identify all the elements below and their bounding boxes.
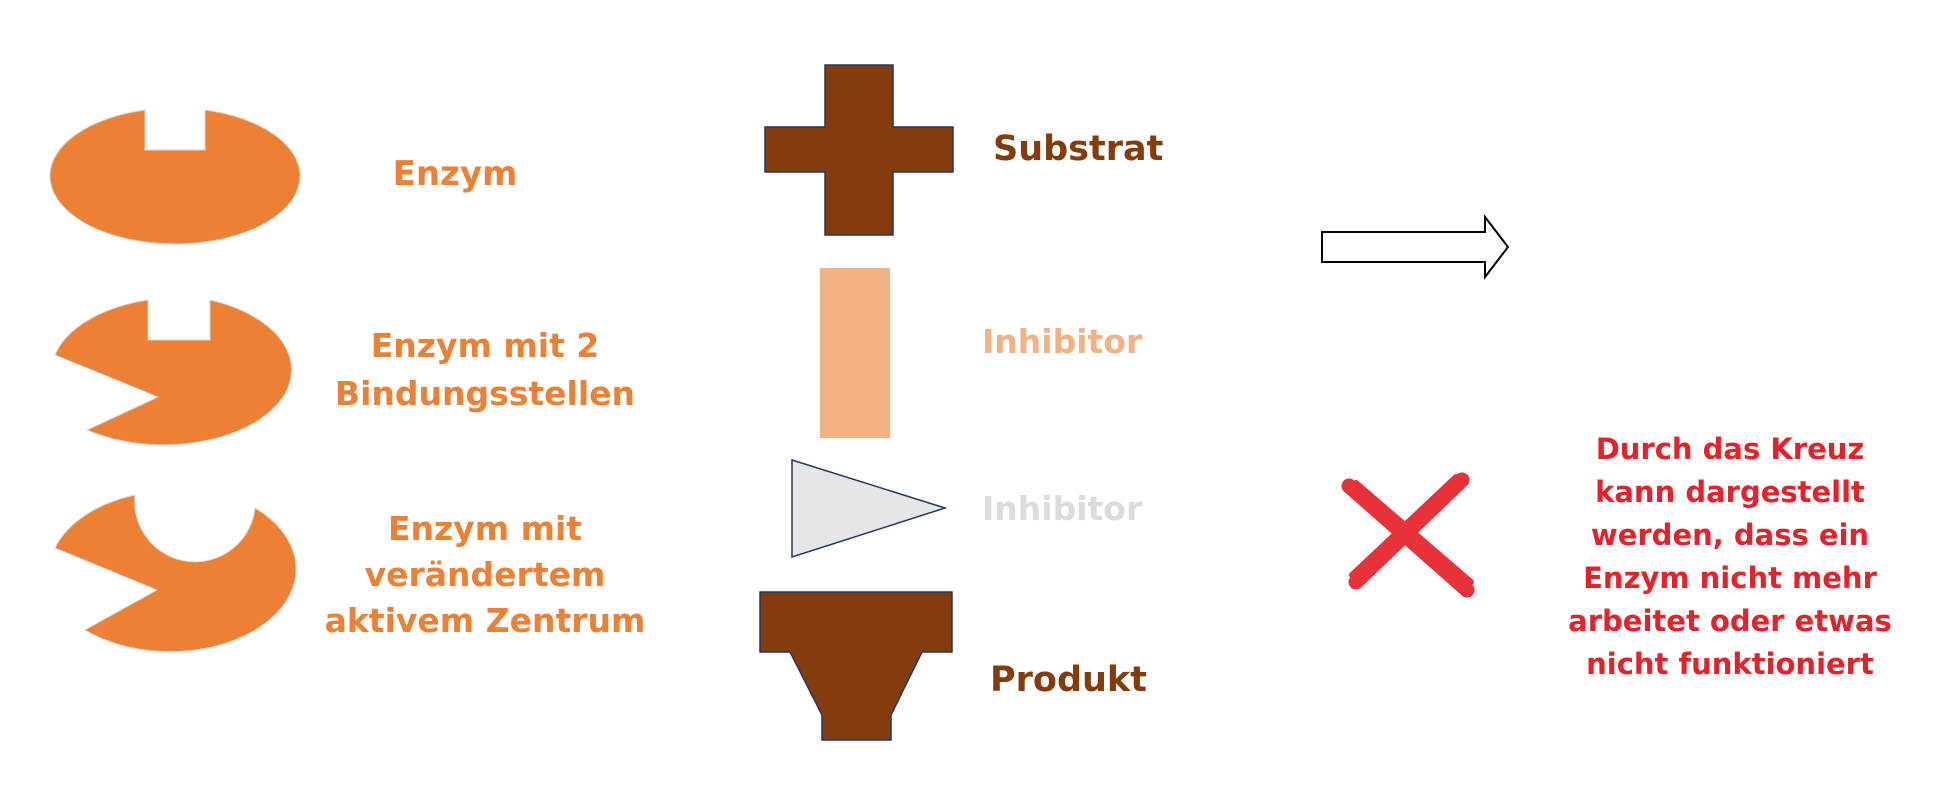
substrate-shape <box>764 64 954 236</box>
inhibitor-triangle-label: Inhibitor <box>982 489 1143 528</box>
enzyme-label: Enzym <box>393 154 518 194</box>
enzyme-two-binding-sites-shape <box>54 299 292 446</box>
cross-description-line: nicht funktioniert <box>1586 647 1874 681</box>
product-label: Produkt <box>990 660 1147 700</box>
cross-description-line: Durch das Kreuz <box>1595 432 1865 466</box>
product-shape <box>759 591 953 741</box>
enzyme-altered-active-site-label-line-3: aktivem Zentrum <box>325 601 646 640</box>
hollow-right-arrow-icon <box>1321 214 1510 280</box>
enzyme-two-binding-sites-label-line-1: Enzym mit 2 <box>371 326 600 365</box>
inhibitor-triangle-shape <box>791 458 948 559</box>
inhibitor-rectangle-label: Inhibitor <box>982 322 1143 361</box>
cross-description-line: Enzym nicht mehr <box>1583 561 1877 595</box>
cross-description-line: werden, dass ein <box>1590 518 1870 552</box>
substrate-label: Substrat <box>993 129 1163 169</box>
enzyme-altered-active-site-shape <box>54 494 297 653</box>
red-x-icon <box>1341 472 1475 598</box>
enzyme-altered-active-site-label-line-1: Enzym mit <box>388 509 582 548</box>
cross-description: Durch das Kreuz kann dargestellt werden,… <box>1530 428 1930 686</box>
enzyme-shape <box>49 109 301 245</box>
inhibitor-rectangle-shape <box>820 268 890 438</box>
enzyme-two-binding-sites-label-line-2: Bindungsstellen <box>335 374 635 413</box>
cross-description-line: kann dargestellt <box>1595 475 1865 509</box>
cross-description-line: arbeitet oder etwas <box>1568 604 1892 638</box>
enzyme-altered-active-site-label-line-2: verändertem <box>365 555 606 594</box>
